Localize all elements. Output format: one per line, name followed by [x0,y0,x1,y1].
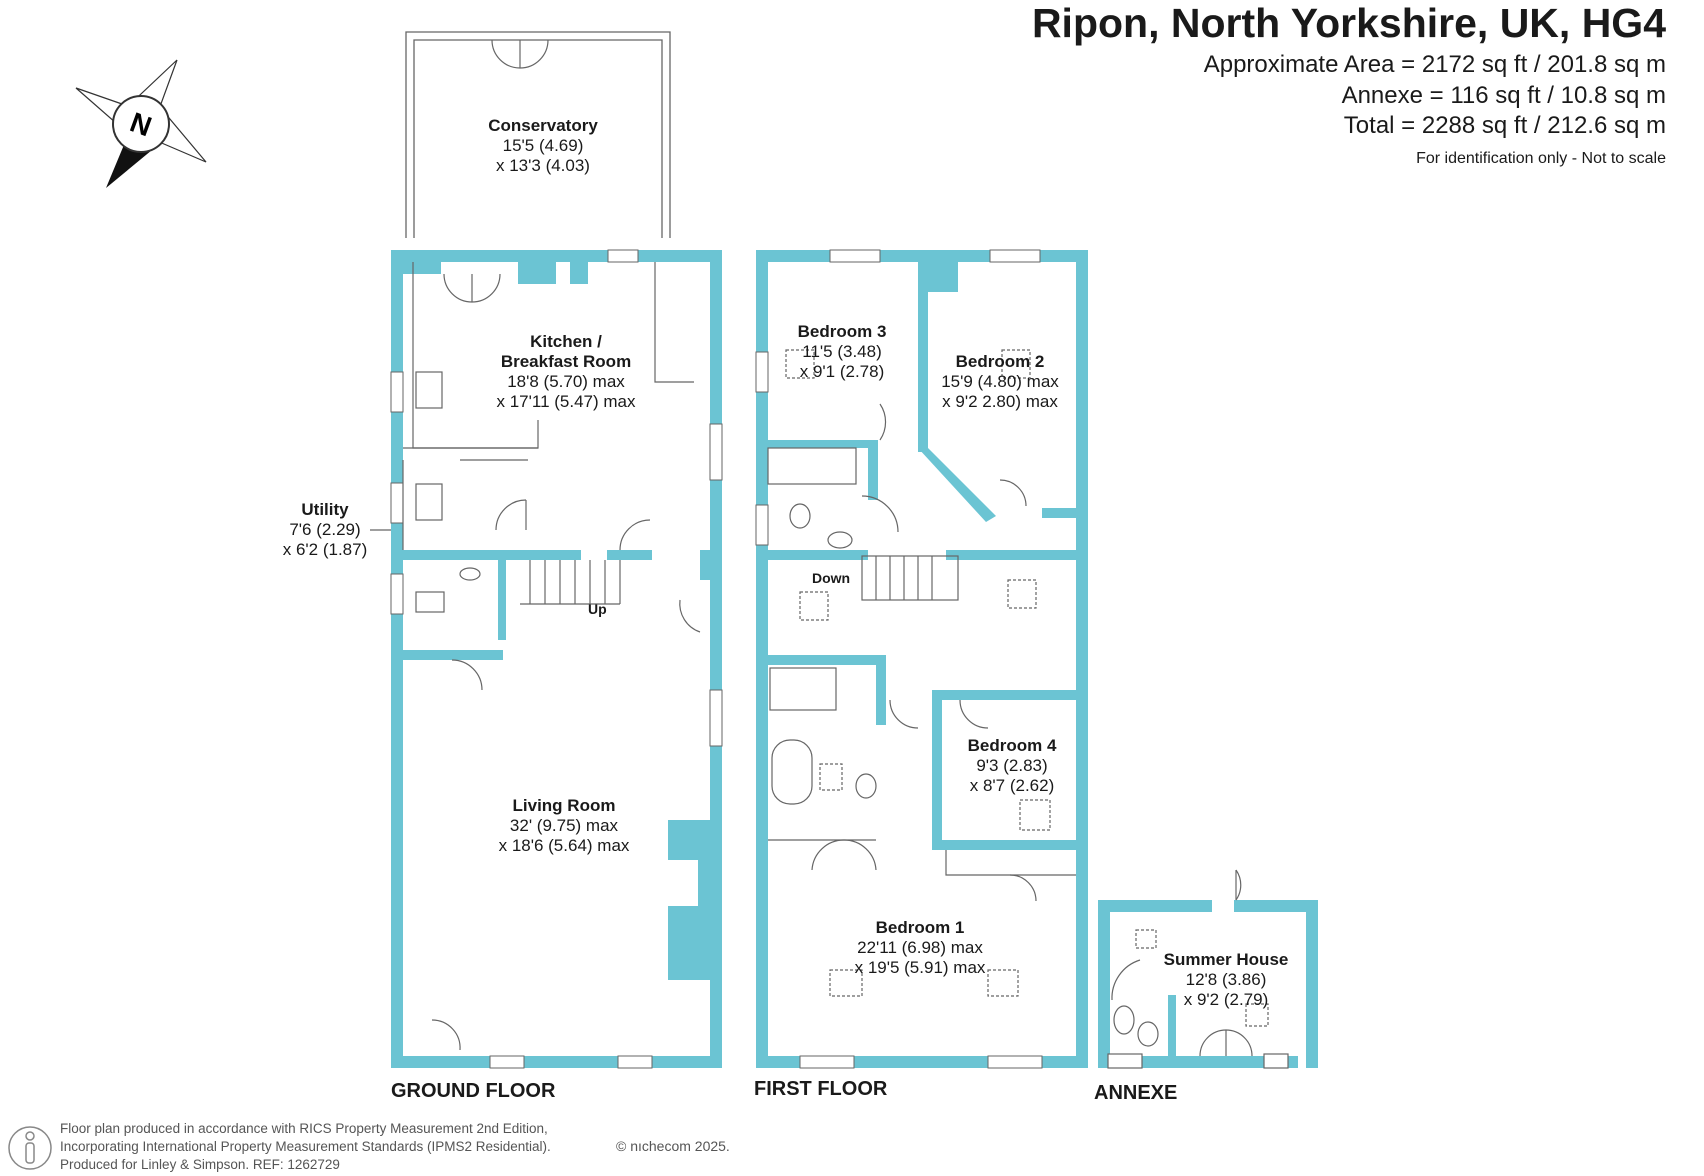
approximate-area: Approximate Area = 2172 sq ft / 201.8 sq… [1203,51,1666,78]
room-dim-1: 22'11 (6.98) max [857,938,983,957]
room-name: Utility [301,500,349,519]
annexe-label: ANNEXE [1094,1082,1178,1104]
first-floor-walls [756,250,1088,1068]
footer-line-2: Incorporating International Property Mea… [60,1139,551,1154]
room-dim-2: x 9'2 2.80) max [942,392,1058,411]
room-name: Living Room [512,796,616,815]
room-dim-1: 32' (9.75) max [509,816,619,835]
room-dim-1: 7'6 (2.29) [289,520,361,539]
room-bedroom-2: Bedroom 2 15'9 (4.80) max x 9'2 2.80) ma… [941,352,1059,412]
room-dim-1: 9'3 (2.83) [976,756,1048,775]
room-dim-1: 11'5 (3.48) [802,342,882,361]
compass-icon: N [75,59,207,188]
room-name: Summer House [1163,950,1289,969]
annexe-internal-lines [1107,869,1289,1069]
room-dim-2: x 9'1 (2.78) [799,362,885,381]
room-name: Bedroom 4 [967,736,1057,755]
info-person-icon [8,1126,52,1170]
room-name: Bedroom 1 [875,918,965,937]
conservatory-french-door-icon [491,39,549,69]
room-name-2: Breakfast Room [500,352,632,371]
room-dim-2: x 6'2 (1.87) [282,540,368,559]
room-bedroom-1: Bedroom 1 22'11 (6.98) max x 19'5 (5.91)… [855,918,986,978]
room-bedroom-4: Bedroom 4 9'3 (2.83) x 8'7 (2.62) [968,736,1057,796]
room-name: Conservatory [488,116,598,135]
room-dim-2: x 19'5 (5.91) max [854,958,986,977]
footer-line-3: Produced for Linley & Simpson. REF: 1262… [60,1157,340,1172]
room-dim-2: x 9'2 (2.79) [1183,990,1269,1009]
room-conservatory: Conservatory 15'5 (4.69) x 13'3 (4.03) [488,116,598,176]
room-dim-1: 15'5 (4.69) [502,136,584,155]
brand-copyright: © nıchecom 2025. [616,1138,730,1154]
room-dim-2: x 18'6 (5.64) max [498,836,630,855]
room-utility: Utility 7'6 (2.29) x 6'2 (1.87) [283,500,368,560]
stairs-down-label: Down [812,570,851,586]
room-dim-2: x 8'7 (2.62) [969,776,1055,795]
room-bedroom-3: Bedroom 3 11'5 (3.48) x 9'1 (2.78) [798,322,887,382]
footer-text: Floor plan produced in accordance with R… [60,1120,551,1174]
room-dim-2: x 13'3 (4.03) [496,156,590,175]
room-summer-house: Summer House 12'8 (3.86) x 9'2 (2.79) [1164,950,1289,1010]
annexe-area: Annexe = 116 sq ft / 10.8 sq m [1341,82,1666,109]
room-kitchen: Kitchen / Breakfast Room 18'8 (5.70) max… [497,332,636,412]
room-dim-1: 12'8 (3.86) [1185,970,1267,989]
footer-line-1: Floor plan produced in accordance with R… [60,1121,548,1136]
ground-floor-internal-lines [402,262,701,1051]
annexe-walls [1098,900,1318,1068]
room-name: Bedroom 3 [797,322,887,341]
room-dim-1: 15'9 (4.80) max [941,372,1059,391]
room-name-1: Kitchen / [530,332,602,351]
stairs-up-label: Up [588,601,607,617]
first-floor-windows [755,249,1043,1069]
ground-floor-windows [390,249,723,1069]
first-floor-internal-lines [767,349,1076,997]
total-area: Total = 2288 sq ft / 212.6 sq m [1343,112,1666,139]
room-dim-1: 18'8 (5.70) max [507,372,625,391]
disclaimer-note: For identification only - Not to scale [1416,150,1666,167]
page-title: Ripon, North Yorkshire, UK, HG4 [1031,0,1666,46]
room-living: Living Room 32' (9.75) max x 18'6 (5.64)… [499,796,630,856]
conservatory-walls [405,31,671,238]
room-name: Bedroom 2 [955,352,1045,371]
room-dim-2: x 17'11 (5.47) max [496,392,636,411]
first-floor-label: FIRST FLOOR [754,1078,888,1100]
ground-floor-label: GROUND FLOOR [391,1080,556,1102]
